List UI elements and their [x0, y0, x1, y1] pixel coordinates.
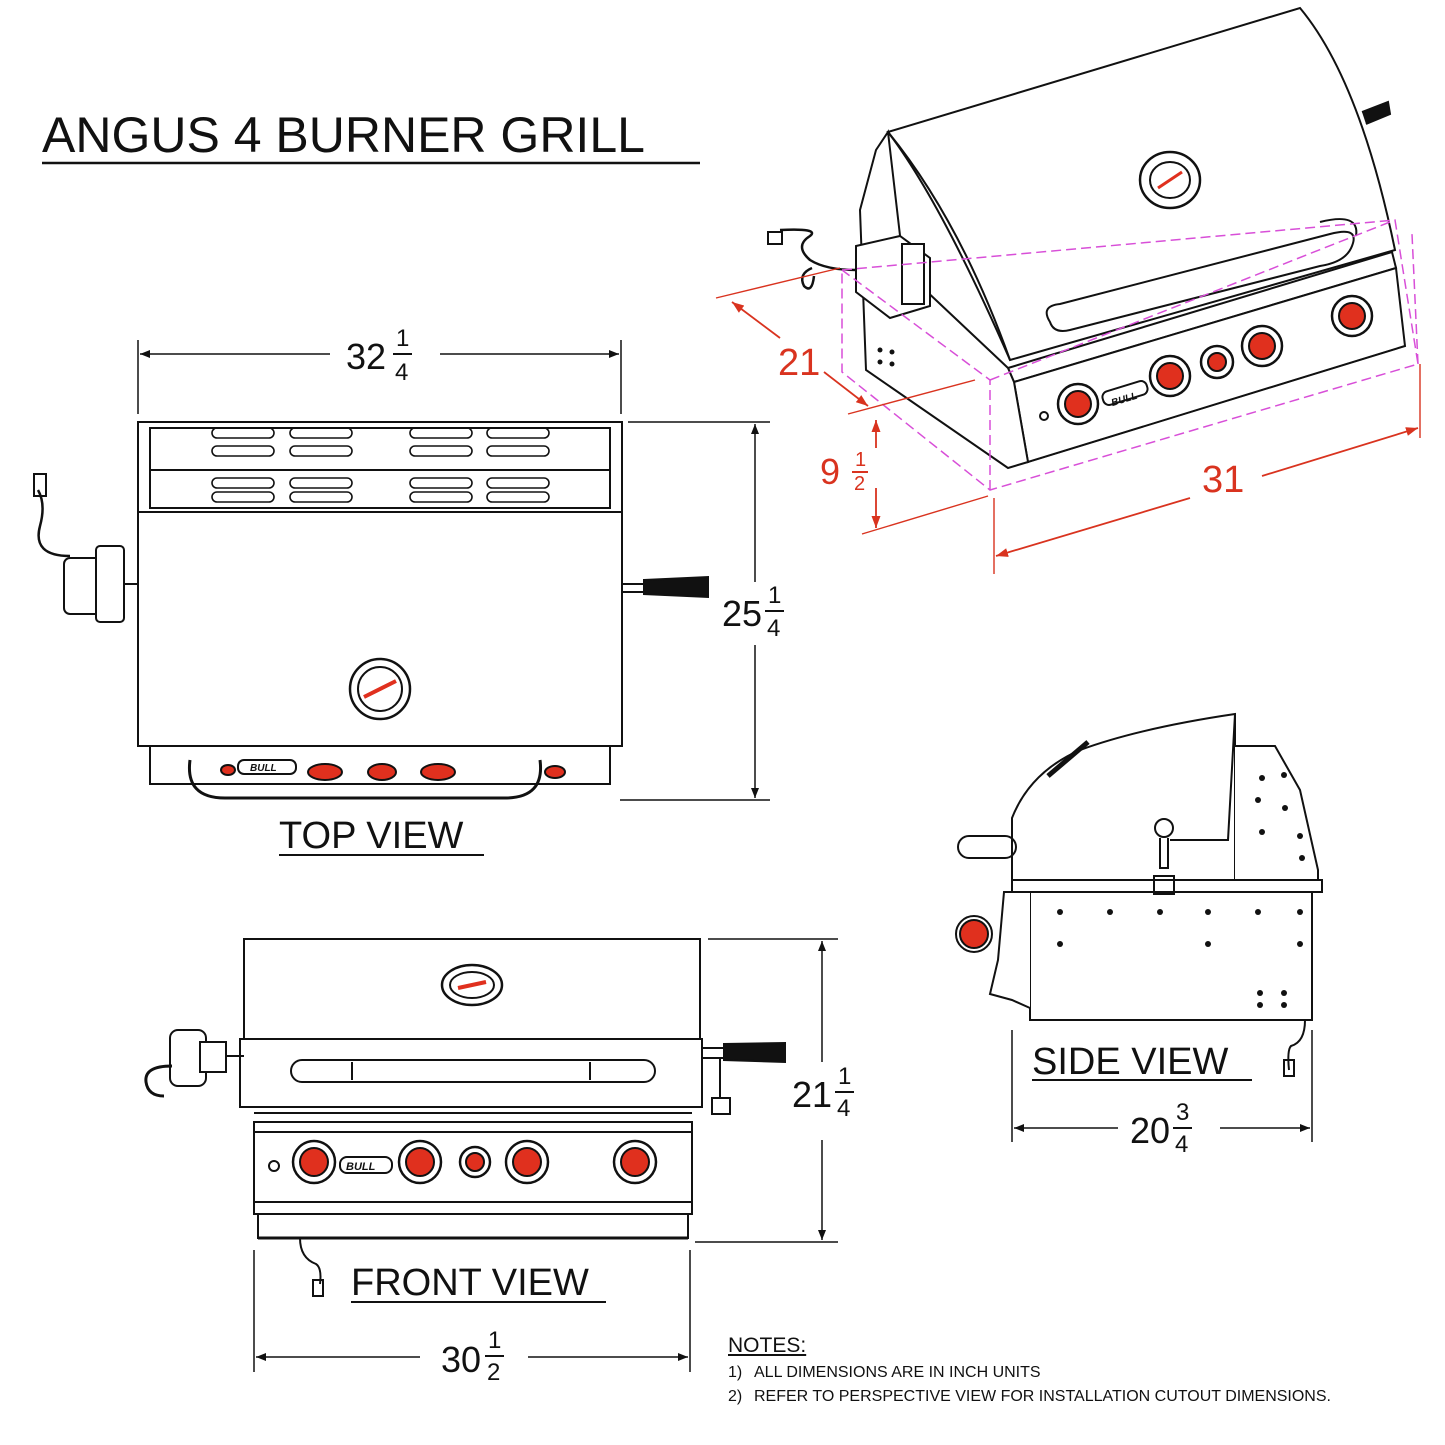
thermometer-icon — [1138, 150, 1202, 210]
cutout-height-label: 9 1 2 — [820, 449, 868, 495]
front-height-dimension — [695, 938, 838, 1243]
svg-text:1: 1 — [855, 449, 866, 471]
svg-text:32: 32 — [346, 336, 386, 377]
svg-text:3: 3 — [1176, 1099, 1189, 1126]
svg-text:25: 25 — [722, 593, 762, 634]
drawing-title: ANGUS 4 BURNER GRILL — [42, 107, 645, 163]
svg-text:2: 2 — [487, 1359, 500, 1386]
top-width-label: 32 1 4 — [346, 325, 412, 386]
note-item: 1) ALL DIMENSIONS ARE IN INCH UNITS — [728, 1364, 1331, 1382]
side-view — [955, 712, 1323, 1077]
top-view — [33, 421, 709, 800]
cutout-width-dimension — [993, 364, 1421, 574]
front-view-label: FRONT VIEW — [351, 1262, 589, 1304]
top-view-label: TOP VIEW — [279, 815, 464, 857]
knob-icons — [220, 763, 566, 781]
cutout-width-label: 31 — [1202, 459, 1244, 501]
note-item: 2) REFER TO PERSPECTIVE VIEW FOR INSTALLA… — [728, 1388, 1331, 1406]
side-depth-dimension — [1011, 1030, 1313, 1142]
rotisserie-motor-icon — [767, 228, 931, 320]
spit-handle-icon — [701, 1041, 786, 1115]
top-width-dimension — [137, 340, 622, 414]
side-knob-icon — [955, 915, 993, 953]
top-depth-dimension — [620, 421, 770, 801]
svg-text:9: 9 — [820, 451, 840, 492]
note-text: REFER TO PERSPECTIVE VIEW FOR INSTALLATI… — [754, 1388, 1331, 1405]
svg-text:1: 1 — [488, 1327, 501, 1354]
front-view — [144, 938, 786, 1297]
rotisserie-motor-icon — [33, 473, 138, 623]
top-depth-label: 25 1 4 — [722, 582, 784, 642]
notes-heading: NOTES: — [728, 1334, 807, 1357]
svg-text:4: 4 — [1175, 1131, 1188, 1158]
front-height-label: 21 1 4 — [792, 1063, 854, 1122]
vent-slots — [211, 427, 550, 503]
svg-text:20: 20 — [1130, 1110, 1170, 1151]
svg-text:2: 2 — [854, 473, 865, 495]
thermometer-icon — [440, 963, 504, 1007]
side-view-label: SIDE VIEW — [1032, 1041, 1228, 1083]
svg-text:4: 4 — [837, 1095, 850, 1122]
svg-text:4: 4 — [395, 359, 408, 386]
svg-text:1: 1 — [396, 325, 409, 352]
note-number: 2) — [728, 1388, 743, 1405]
front-width-dimension — [253, 1250, 691, 1372]
svg-text:1: 1 — [768, 582, 781, 609]
spit-handle-icon — [621, 575, 709, 599]
svg-text:30: 30 — [441, 1339, 481, 1380]
note-number: 1) — [728, 1364, 743, 1381]
cutout-depth-label: 21 — [778, 342, 820, 384]
note-text: ALL DIMENSIONS ARE IN INCH UNITS — [754, 1364, 1041, 1381]
notes-block: NOTES: 1) ALL DIMENSIONS ARE IN INCH UNIT… — [728, 1334, 1331, 1406]
svg-text:1: 1 — [838, 1063, 851, 1090]
front-width-label: 30 1 2 — [441, 1327, 504, 1386]
knob-icons — [1056, 294, 1374, 426]
rotisserie-motor-icon — [144, 1029, 244, 1098]
cutout-depth-dimension — [715, 267, 976, 415]
side-depth-label: 20 3 4 — [1130, 1099, 1192, 1158]
knob-icons — [291, 1139, 658, 1185]
thermometer-icon — [348, 657, 412, 721]
perspective-view — [767, 6, 1407, 470]
svg-text:4: 4 — [767, 615, 780, 642]
svg-text:21: 21 — [792, 1074, 832, 1115]
installation-cutout-outline — [841, 219, 1419, 491]
cutout-height-dimension — [861, 420, 989, 535]
